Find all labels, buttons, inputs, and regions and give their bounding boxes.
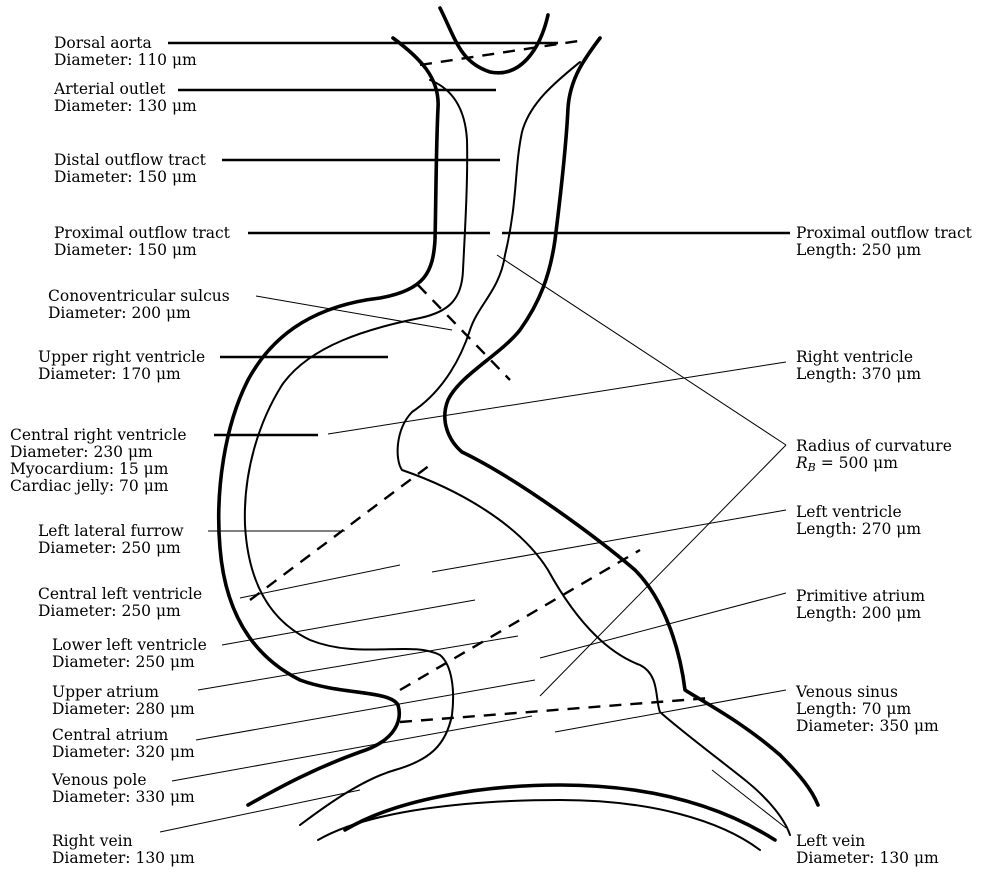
label-value: Diameter: 330 μm: [52, 789, 195, 806]
label-name: Proximal outflow tract: [796, 225, 972, 242]
label-name: Venous sinus: [796, 684, 939, 701]
label-value: Diameter: 130 μm: [54, 98, 197, 115]
label-conoventricular-sulcus: Conoventricular sulcus Diameter: 200 μm: [48, 288, 230, 322]
leader-primitive-atrium: [540, 593, 786, 658]
leader-central-left-ventricle: [240, 565, 400, 598]
label-name: Distal outflow tract: [54, 152, 206, 169]
label-proximal-outflow-tract-right: Proximal outflow tract Length: 250 μm: [796, 225, 972, 259]
label-venous-sinus: Venous sinus Length: 70 μm Diameter: 350…: [796, 684, 939, 735]
label-radius-of-curvature: Radius of curvature RB = 500 μm: [796, 438, 952, 476]
label-value: Diameter: 280 μm: [52, 701, 195, 718]
radius-subscript: B: [808, 461, 816, 474]
label-upper-right-ventricle: Upper right ventricle Diameter: 170 μm: [38, 349, 205, 383]
label-upper-atrium: Upper atrium Diameter: 280 μm: [52, 684, 195, 718]
label-right-ventricle: Right ventricle Length: 370 μm: [796, 349, 921, 383]
label-name: Left vein: [796, 833, 939, 850]
label-value: Diameter: 350 μm: [796, 718, 939, 735]
label-central-right-ventricle: Central right ventricle Diameter: 230 μm…: [10, 427, 187, 495]
label-value: Diameter: 250 μm: [38, 540, 184, 557]
label-name: Central atrium: [52, 727, 195, 744]
boundary-conoventricular: [418, 285, 510, 380]
label-name: Primitive atrium: [796, 588, 925, 605]
label-distal-outflow-tract: Distal outflow tract Diameter: 150 μm: [54, 152, 206, 186]
label-central-left-ventricle: Central left ventricle Diameter: 250 μm: [38, 586, 202, 620]
label-value: Diameter: 110 μm: [54, 52, 197, 69]
label-value: Diameter: 230 μm: [10, 444, 187, 461]
label-name: Lower left ventricle: [52, 637, 207, 654]
label-name: Upper atrium: [52, 684, 195, 701]
label-name: Central right ventricle: [10, 427, 187, 444]
label-value: Diameter: 200 μm: [48, 305, 230, 322]
vein-arch-outer: [345, 785, 775, 840]
label-dorsal-aorta: Dorsal aorta Diameter: 110 μm: [54, 35, 197, 69]
label-value: Diameter: 150 μm: [54, 169, 206, 186]
label-name: Right ventricle: [796, 349, 921, 366]
boundary-furrow: [250, 465, 430, 600]
label-right-vein: Right vein Diameter: 130 μm: [52, 833, 195, 867]
label-name: Radius of curvature: [796, 438, 952, 455]
label-value: Diameter: 150 μm: [54, 242, 230, 259]
label-name: Conoventricular sulcus: [48, 288, 230, 305]
label-venous-pole: Venous pole Diameter: 330 μm: [52, 772, 195, 806]
label-value: Diameter: 170 μm: [38, 366, 205, 383]
label-value: Diameter: 130 μm: [52, 850, 195, 867]
label-name: Dorsal aorta: [54, 35, 197, 52]
leader-right-ventricle: [328, 362, 786, 434]
label-proximal-outflow-tract-left: Proximal outflow tract Diameter: 150 μm: [54, 225, 230, 259]
label-value: Length: 270 μm: [796, 521, 921, 538]
boundary-sinus: [400, 698, 710, 722]
label-central-atrium: Central atrium Diameter: 320 μm: [52, 727, 195, 761]
label-name: Right vein: [52, 833, 195, 850]
label-name: Left ventricle: [796, 504, 921, 521]
outer-wall-right: [445, 38, 818, 805]
label-name: Arterial outlet: [54, 81, 197, 98]
label-left-ventricle: Left ventricle Length: 270 μm: [796, 504, 921, 538]
leader-left-vein: [712, 770, 786, 828]
label-name: Proximal outflow tract: [54, 225, 230, 242]
leader-central-atrium: [196, 680, 535, 740]
label-arterial-outlet: Arterial outlet Diameter: 130 μm: [54, 81, 197, 115]
inner-wall-left: [245, 80, 467, 825]
label-name: Central left ventricle: [38, 586, 202, 603]
aortic-arch-outer: [440, 8, 548, 73]
vein-arch-inner: [318, 800, 760, 850]
radius-formula: RB = 500 μm: [796, 455, 952, 476]
leader-venous-pole: [172, 716, 532, 781]
label-lower-left-ventricle: Lower left ventricle Diameter: 250 μm: [52, 637, 207, 671]
leader-lower-left-ventricle: [222, 600, 475, 645]
label-value: Myocardium: 15 μm: [10, 461, 187, 478]
leader-radius-b: [540, 445, 786, 696]
label-left-lateral-furrow: Left lateral furrow Diameter: 250 μm: [38, 523, 184, 557]
label-left-vein: Left vein Diameter: 130 μm: [796, 833, 939, 867]
label-value: Length: 200 μm: [796, 605, 925, 622]
radius-symbol: R: [796, 454, 808, 472]
label-name: Upper right ventricle: [38, 349, 205, 366]
label-value: Diameter: 250 μm: [52, 654, 207, 671]
leader-left-ventricle: [432, 510, 786, 572]
label-value: Length: 370 μm: [796, 366, 921, 383]
leader-upper-atrium: [198, 636, 518, 690]
label-value: Cardiac jelly: 70 μm: [10, 478, 187, 495]
label-value: Diameter: 250 μm: [38, 603, 202, 620]
label-name: Left lateral furrow: [38, 523, 184, 540]
leader-radius-a: [497, 255, 786, 445]
label-name: Venous pole: [52, 772, 195, 789]
leader-venous-sinus: [555, 690, 786, 732]
label-value: Diameter: 320 μm: [52, 744, 195, 761]
label-value: Diameter: 130 μm: [796, 850, 939, 867]
label-primitive-atrium: Primitive atrium Length: 200 μm: [796, 588, 925, 622]
label-value: Length: 70 μm: [796, 701, 939, 718]
radius-value: = 500 μm: [816, 454, 898, 472]
label-value: Length: 250 μm: [796, 242, 972, 259]
